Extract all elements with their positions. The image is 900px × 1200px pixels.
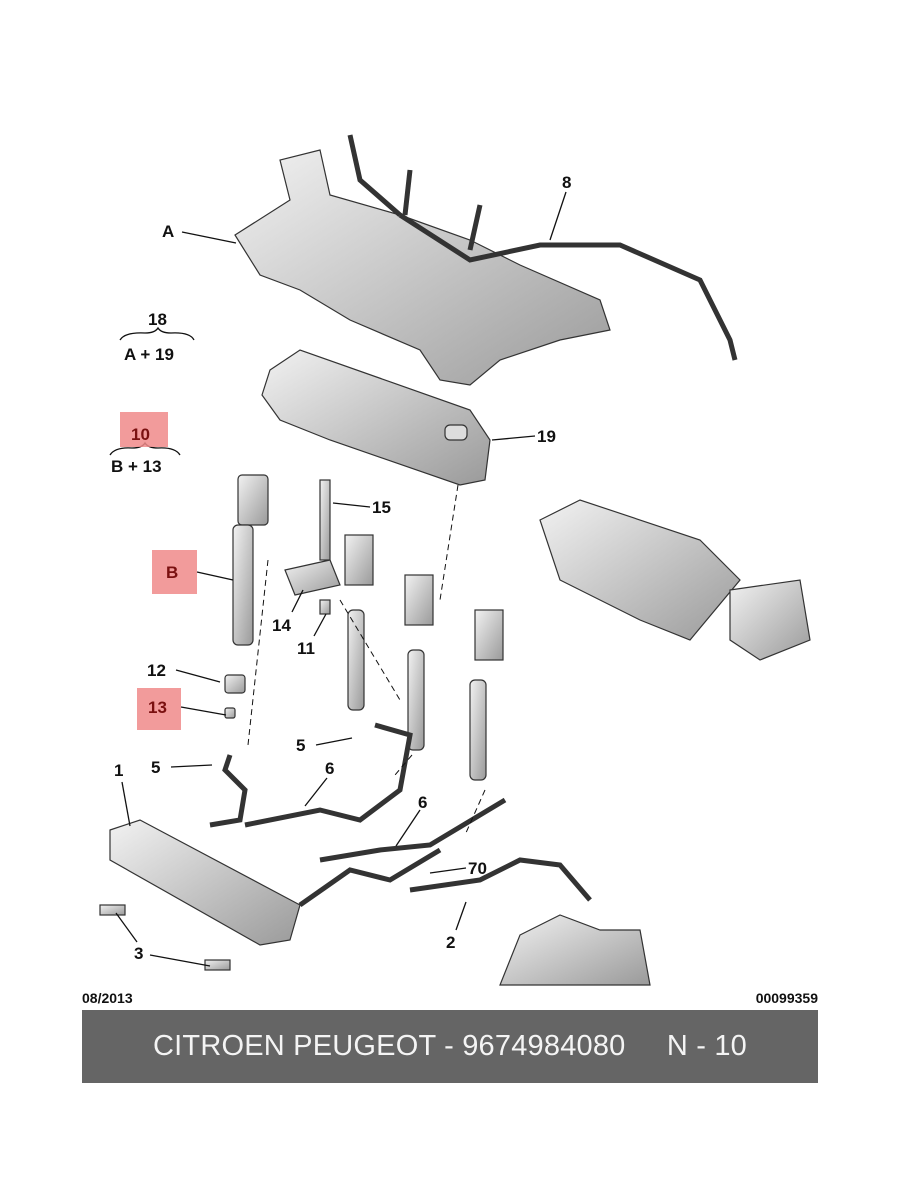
highlight-b [152,550,197,594]
assembly-dashed-lines [247,484,486,836]
callout-19: 19 [537,427,556,446]
callout-11: 11 [297,639,315,658]
spacer [626,1030,667,1063]
callout-2: 2 [446,933,455,952]
injectors [344,534,504,781]
highlight-10 [120,412,168,447]
callout-8: 8 [562,173,571,192]
callout-1: 1 [114,761,123,780]
part-title: CITROEN PEUGEOT - 9674984080 [153,1030,626,1062]
highlight-13 [137,688,181,730]
group-10-bottom: B + 13 [111,457,162,476]
high-pressure-pump [499,914,651,986]
callout-3: 3 [134,944,143,963]
manifold-assembly [234,134,738,386]
callout-13: 13 [148,698,167,717]
injector-support-19 [261,349,491,486]
callout-12: 12 [147,661,166,680]
group-18-top: 18 [148,310,167,329]
part-reference: N - 10 [666,1030,747,1062]
callout-B: B [166,563,178,582]
diagram-date: 08/2013 [82,990,133,1006]
leader-lines [109,191,567,967]
callout-6: 6 [325,759,334,778]
callout-70: 70 [468,859,487,878]
group-10-top: 10 [131,425,150,444]
parts-diagram: A 8 18 A + 19 10 B + 13 19 15 B 14 11 12… [99,134,811,986]
drawing-number: 00099359 [755,990,818,1006]
part-banner: CITROEN PEUGEOT - 9674984080 N - 10 [82,1010,818,1083]
callout-14: 14 [272,616,291,635]
callout-A: A [162,222,174,241]
fuel-pipes [209,722,592,908]
callout-15: 15 [372,498,391,517]
callout-5: 5 [296,736,305,755]
engine-assembly-view [539,499,811,661]
callout-6: 6 [418,793,427,812]
callout-5: 5 [151,758,160,777]
bolt-15 [319,479,331,561]
group-18-bottom: A + 19 [124,345,174,364]
clamp-14 [284,559,341,596]
injector-b [224,474,269,719]
common-rail-1 [99,819,301,971]
